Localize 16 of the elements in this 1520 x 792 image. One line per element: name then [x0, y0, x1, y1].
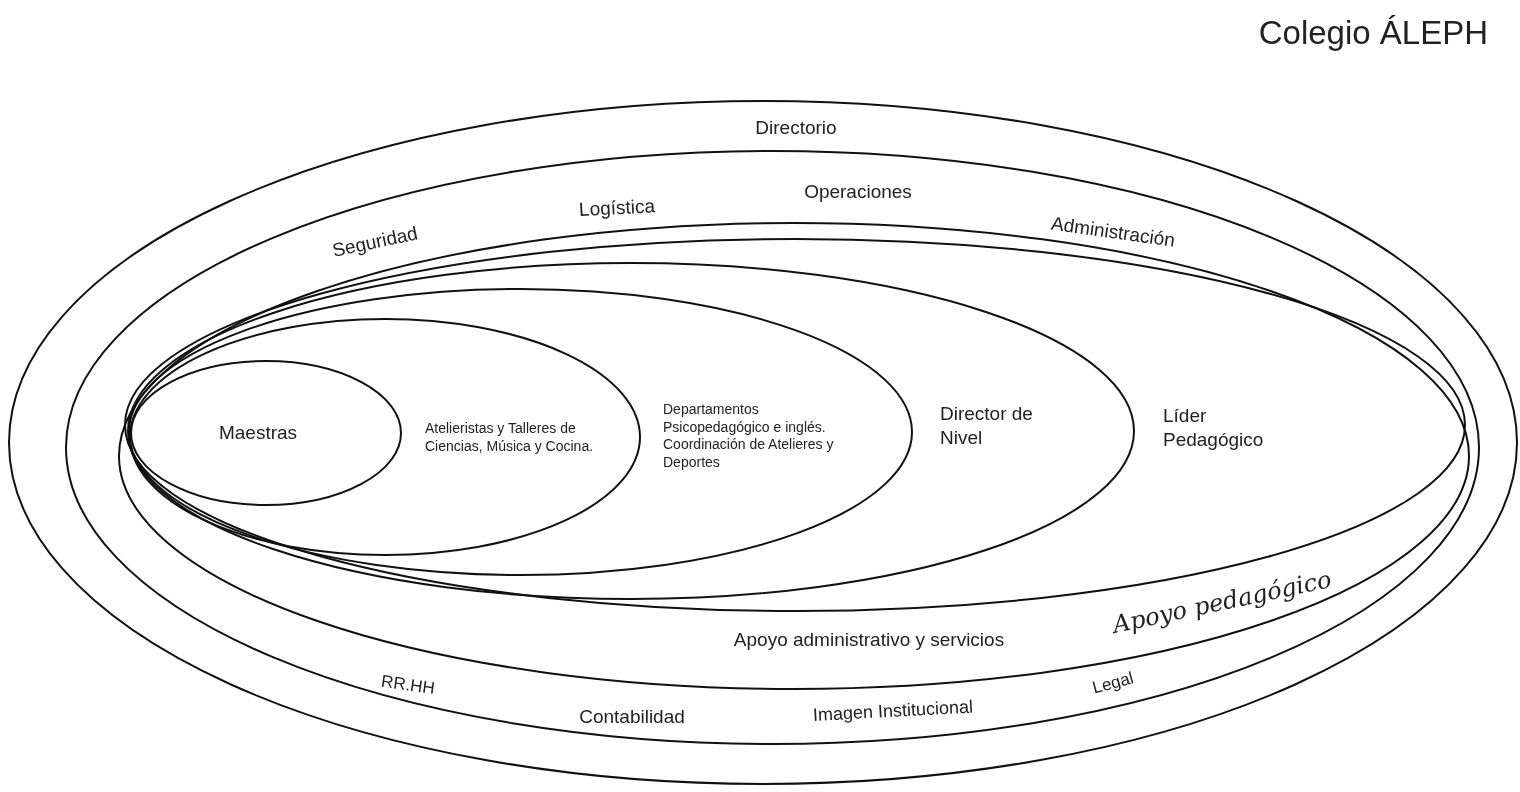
region-label: Operaciones: [804, 180, 912, 204]
region-label: Directorio: [755, 116, 837, 140]
curved-ring-label: Seguridad: [330, 221, 420, 263]
region-label: Atelieristas y Talleres de Ciencias, Música y Cocina.: [425, 419, 595, 455]
region-label: Apoyo administrativo y servicios: [733, 628, 1005, 652]
curved-ring-label: RR.HH: [379, 670, 437, 700]
curved-ring-label: Imagen Institucional: [812, 695, 974, 727]
curved-ring-label: Administración: [1049, 211, 1177, 253]
region-label: Contabilidad: [579, 705, 685, 729]
region-label: Departamentos Psicopedagógico e inglés. Coordinación de Atelieres y Deportes: [663, 401, 835, 471]
region-label: Maestras: [218, 421, 298, 445]
curved-ring-label: Legal: [1090, 667, 1136, 699]
title: Colegio ÁLEPH: [1258, 14, 1488, 52]
region-label: Líder Pedagógico: [1163, 404, 1265, 452]
region-label: Director de Nivel: [940, 402, 1034, 450]
curved-ring-label: Logística: [578, 194, 656, 222]
